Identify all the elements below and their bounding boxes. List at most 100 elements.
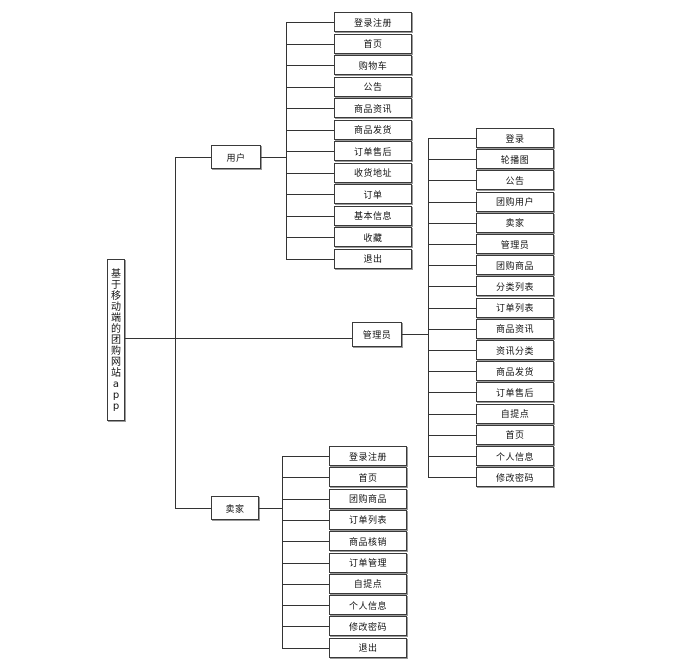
connector [286, 215, 334, 217]
admin-item: 分类列表 [476, 276, 554, 297]
connector [402, 334, 428, 335]
user-item: 基本信息 [334, 205, 412, 226]
connector [282, 562, 329, 564]
connector [282, 519, 329, 521]
user-item: 收货地址 [334, 162, 412, 183]
connector [282, 626, 329, 628]
branch-user: 用户 [211, 145, 261, 169]
admin-item: 商品发货 [476, 361, 554, 382]
connector [428, 371, 476, 373]
connector [286, 22, 287, 259]
user-item: 公告 [334, 76, 412, 97]
connector [428, 328, 476, 330]
branch-seller: 卖家 [211, 496, 259, 520]
admin-item: 轮播图 [476, 149, 554, 170]
seller-item: 修改密码 [329, 616, 407, 637]
connector [282, 456, 283, 648]
root-char: p [112, 389, 120, 401]
user-item: 收藏 [334, 227, 412, 247]
connector [428, 477, 476, 479]
seller-item: 订单管理 [329, 552, 407, 573]
connector [286, 43, 334, 45]
admin-item: 订单列表 [476, 297, 554, 318]
connector [286, 22, 334, 23]
connector [428, 392, 476, 394]
connector [428, 138, 476, 139]
connector [286, 258, 334, 260]
connector [428, 434, 476, 436]
admin-item: 订单售后 [476, 382, 554, 403]
connector [175, 157, 176, 509]
connector [282, 477, 329, 479]
admin-item: 管理员 [476, 234, 554, 254]
connector [428, 244, 476, 245]
connector [428, 286, 476, 288]
connector [261, 157, 286, 158]
user-item: 订单售后 [334, 141, 412, 161]
connector [286, 129, 334, 131]
root-char: 购 [111, 345, 121, 357]
root-char: 团 [111, 334, 121, 346]
root-char: 于 [111, 279, 121, 291]
user-item: 退出 [334, 248, 412, 269]
admin-item: 修改密码 [476, 467, 554, 488]
connector [286, 65, 334, 66]
connector [428, 307, 476, 309]
root-char: 站 [111, 367, 121, 379]
connector [428, 456, 476, 457]
seller-item: 退出 [329, 637, 407, 658]
seller-item: 首页 [329, 467, 407, 488]
user-item: 登录注册 [334, 12, 412, 32]
user-item: 订单 [334, 184, 412, 204]
connector [175, 508, 211, 509]
admin-item: 登录 [476, 128, 554, 148]
root-char: 动 [111, 301, 121, 313]
admin-item: 个人信息 [476, 446, 554, 466]
connector [428, 265, 476, 267]
connector [286, 172, 334, 174]
admin-item: 公告 [476, 170, 554, 191]
user-item: 商品资讯 [334, 98, 412, 118]
connector [282, 456, 329, 457]
user-item: 商品发货 [334, 119, 412, 140]
connector [286, 237, 334, 238]
connector [259, 508, 282, 509]
root-char: 网 [111, 356, 121, 368]
connector [428, 350, 476, 351]
admin-item: 首页 [476, 424, 554, 445]
connector [282, 498, 329, 500]
root-node: 基 于 移 动 端 的 团 购 网 站 a p p [107, 259, 125, 421]
admin-item: 团购商品 [476, 255, 554, 276]
connector [125, 338, 352, 339]
connector [428, 159, 476, 161]
admin-item: 资讯分类 [476, 340, 554, 360]
connector [286, 86, 334, 88]
connector [286, 151, 334, 152]
connector [286, 108, 334, 109]
seller-item: 个人信息 [329, 595, 407, 616]
connector [282, 541, 329, 543]
root-char: 移 [111, 290, 121, 302]
user-item: 首页 [334, 33, 412, 54]
seller-item: 自提点 [329, 573, 407, 594]
user-item: 购物车 [334, 55, 412, 75]
root-char: 端 [111, 312, 121, 324]
connector [428, 222, 476, 224]
root-char: a [112, 378, 120, 390]
connector [175, 157, 211, 158]
seller-item: 登录注册 [329, 446, 407, 466]
root-char: 的 [111, 323, 121, 335]
connector [286, 194, 334, 195]
admin-item: 自提点 [476, 403, 554, 424]
root-char: 基 [111, 268, 121, 280]
admin-item: 卖家 [476, 212, 554, 233]
seller-item: 商品核销 [329, 531, 407, 552]
connector [428, 180, 476, 182]
connector [428, 201, 476, 203]
connector [428, 413, 476, 415]
branch-admin: 管理员 [352, 322, 402, 347]
admin-item: 商品资讯 [476, 318, 554, 339]
admin-item: 团购用户 [476, 191, 554, 212]
root-char: p [112, 400, 120, 412]
seller-item: 团购商品 [329, 488, 407, 509]
